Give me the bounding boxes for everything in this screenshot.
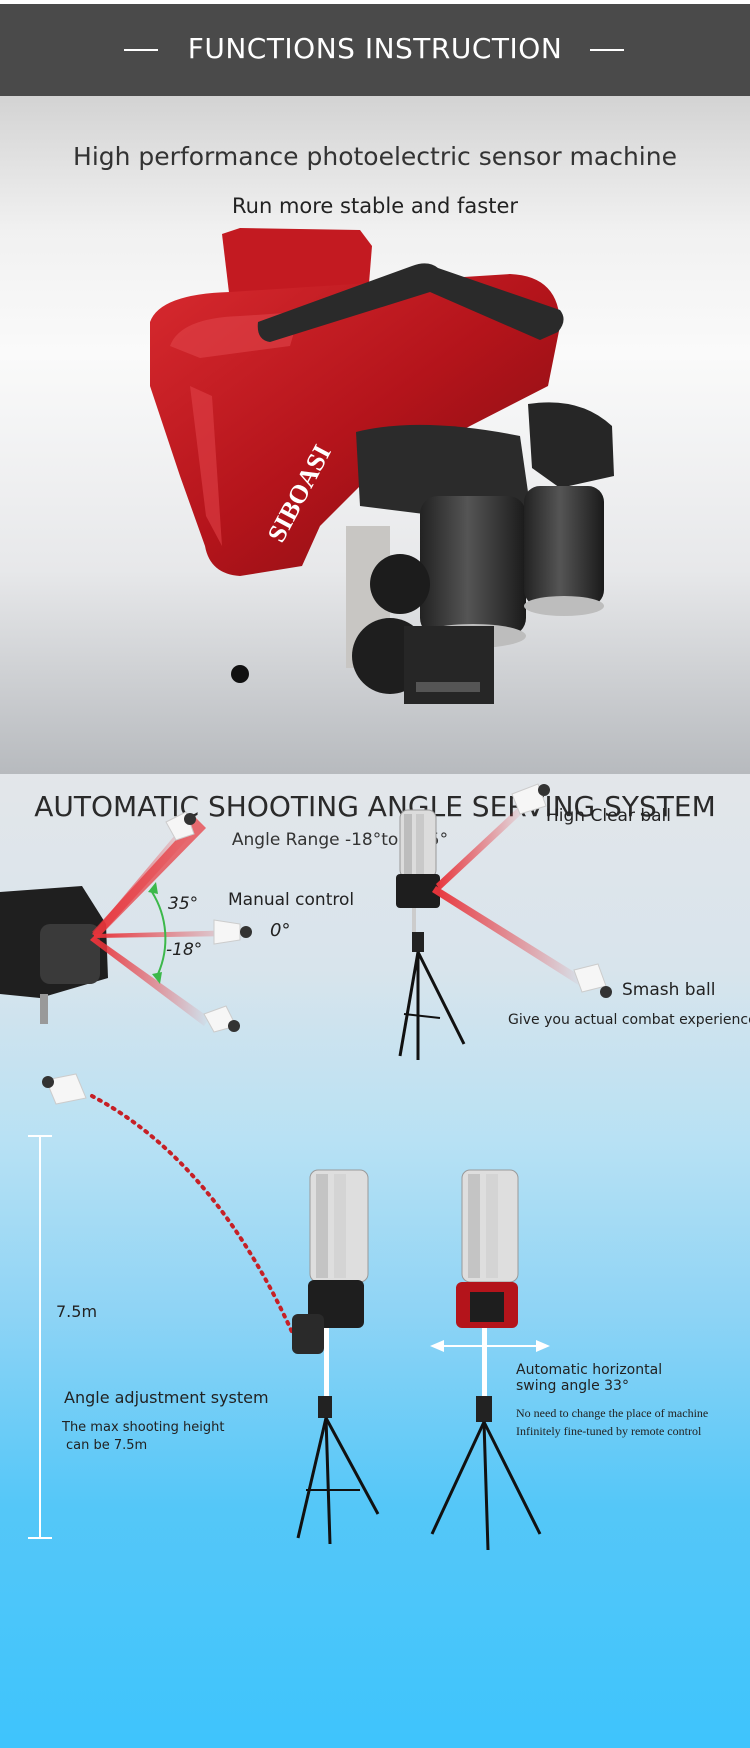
shuttlecock-top-icon bbox=[42, 1073, 87, 1105]
shuttlecock-up-icon bbox=[165, 811, 196, 841]
manual-control-label: Manual control bbox=[228, 890, 355, 910]
angle-diagrams bbox=[0, 783, 612, 1551]
header-right-rule bbox=[590, 49, 624, 51]
shuttlecock-down-icon bbox=[203, 1005, 240, 1033]
header-left-rule bbox=[124, 49, 158, 51]
machine-hero-illustration: SIBOASI bbox=[150, 228, 614, 704]
shuttlecock-smash-icon bbox=[573, 963, 612, 998]
swing-note-line1: No need to change the place of machine bbox=[516, 1406, 709, 1420]
height-desc-line1: The max shooting height bbox=[62, 1420, 225, 1435]
angle-system-section: AUTOMATIC SHOOTING ANGLE SERVING SYSTEM … bbox=[0, 774, 750, 1748]
angle-system-title: AUTOMATIC SHOOTING ANGLE SERVING SYSTEM bbox=[34, 790, 716, 823]
shuttlecock-zero-icon bbox=[213, 919, 252, 945]
beam-high-clear bbox=[436, 802, 528, 890]
swing-title-line2: swing angle 33° bbox=[516, 1378, 629, 1394]
height-desc-line2: can be 7.5m bbox=[66, 1438, 148, 1453]
hero-section: High performance photoelectric sensor ma… bbox=[0, 96, 750, 774]
beam-zero bbox=[94, 930, 240, 938]
hero-subheadline: Run more stable and faster bbox=[232, 194, 518, 218]
motor-right bbox=[524, 486, 604, 606]
section-header: FUNCTIONS INSTRUCTION bbox=[0, 4, 750, 96]
angle-range-label: Angle Range -18°to +35° bbox=[231, 830, 449, 850]
smash-label: Smash ball bbox=[622, 980, 716, 1000]
height-diagram bbox=[28, 1073, 550, 1551]
angle-fan-diagram bbox=[0, 811, 252, 1033]
motor-left bbox=[420, 496, 526, 636]
angle-arc bbox=[151, 891, 167, 975]
angle-up-label: 35° bbox=[168, 894, 199, 914]
tripod-machine-middle bbox=[396, 783, 612, 1060]
height-value-label: 7.5m bbox=[56, 1302, 98, 1321]
swing-title-line1: Automatic horizontal bbox=[516, 1362, 663, 1378]
beam-down bbox=[90, 936, 210, 1026]
shuttlecock-high-clear-icon bbox=[511, 783, 550, 815]
experience-label: Give you actual combat experience bbox=[508, 1012, 750, 1028]
machine-handle bbox=[257, 263, 564, 342]
beam-up bbox=[92, 822, 194, 938]
angle-adjustment-title: Angle adjustment system bbox=[64, 1388, 269, 1407]
angle-zero-label: 0° bbox=[270, 920, 291, 941]
hero-headline: High performance photoelectric sensor ma… bbox=[73, 142, 677, 171]
trajectory-dotted-arc bbox=[90, 1094, 302, 1352]
beam-smash bbox=[432, 886, 584, 986]
swing-note-line2: Infinitely fine-tuned by remote control bbox=[516, 1424, 702, 1438]
high-clear-label: High Clear ball bbox=[546, 806, 671, 826]
angle-down-label: -18° bbox=[166, 940, 203, 960]
header-title: FUNCTIONS INSTRUCTION bbox=[187, 32, 563, 65]
